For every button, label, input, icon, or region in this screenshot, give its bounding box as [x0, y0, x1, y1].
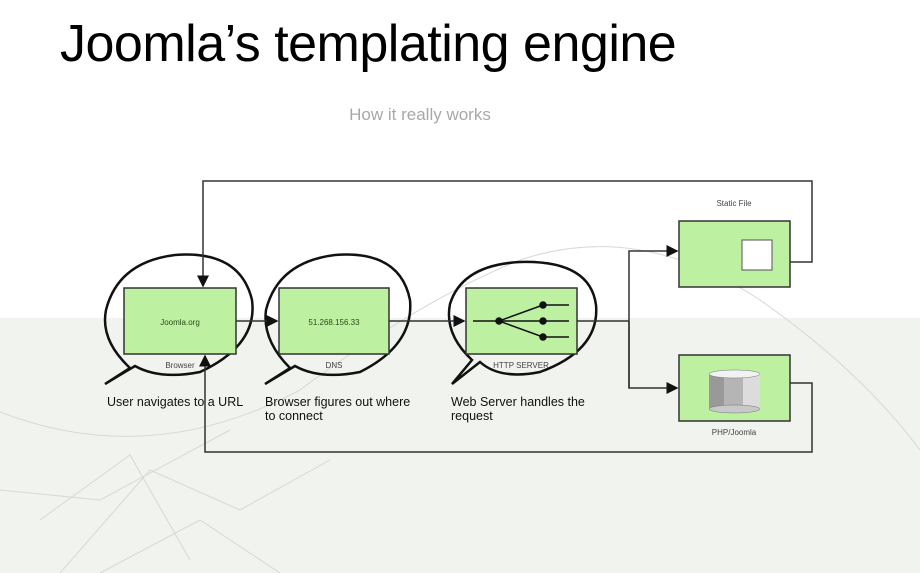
browser-inner-text: Joomla.org: [160, 318, 200, 327]
dns-node: [264, 253, 412, 386]
http-server-label: HTTP SERVER: [493, 361, 549, 370]
php-joomla-node: [678, 354, 791, 422]
caption-http-line1: Web Server handles the: [451, 395, 585, 409]
branching-network-icon: [473, 301, 569, 341]
connectors: [197, 180, 813, 453]
caption-browser: User navigates to a URL: [107, 395, 244, 409]
slide-subtitle: How it really works: [349, 105, 491, 124]
browser-node: [103, 253, 254, 386]
http-server-node: [447, 260, 598, 385]
static-file-label: Static File: [716, 199, 752, 208]
dns-label: DNS: [326, 361, 343, 370]
speech-bubble-icon: [264, 253, 412, 386]
slide-title: Joomla’s templating engine: [60, 15, 677, 73]
caption-http-line2: request: [451, 409, 493, 423]
caption-dns-line1: Browser figures out where: [265, 395, 411, 409]
static-file-node: [678, 220, 791, 288]
dns-inner-text: 51.268.156.33: [308, 318, 360, 327]
speech-bubble-icon: [447, 260, 598, 385]
speech-bubble-icon: [103, 253, 254, 386]
caption-dns-line2: to connect: [265, 409, 323, 423]
php-joomla-label: PHP/Joomla: [712, 428, 757, 437]
file-icon: [741, 239, 773, 271]
database-cylinder-icon: [708, 369, 761, 414]
browser-label: Browser: [165, 361, 195, 370]
